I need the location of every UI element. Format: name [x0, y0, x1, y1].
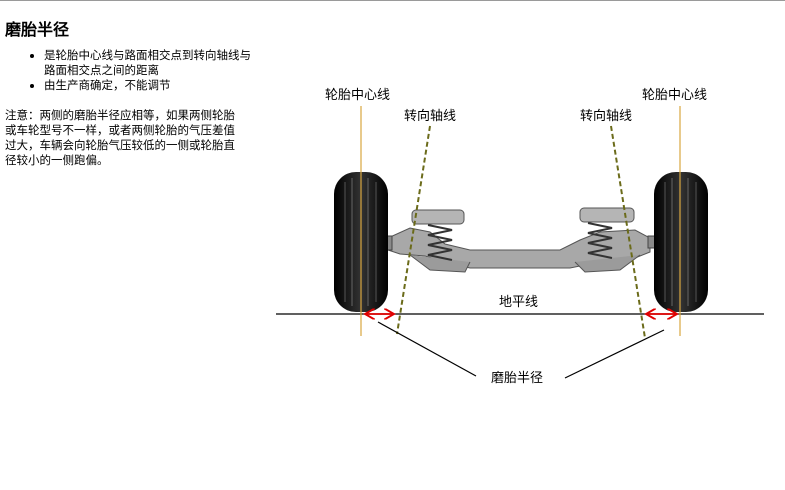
- definition-list: 是轮胎中心线与路面相交点到转向轴线与路面相交点之间的距离 由生产商确定，不能调节: [28, 48, 259, 93]
- top-divider: [0, 0, 785, 1]
- label-scrub-radius: 磨胎半径: [491, 371, 543, 386]
- right-steering-axis: [610, 125, 646, 339]
- right-tire: [654, 172, 708, 312]
- page-title: 磨胎半径: [5, 20, 70, 39]
- label-tire-centerline-right: 轮胎中心线: [642, 88, 707, 103]
- axle-assembly: [377, 207, 661, 273]
- label-steering-axis-right: 转向轴线: [580, 108, 632, 124]
- label-steering-axis-left: 转向轴线: [404, 108, 456, 124]
- leader-line-left: [377, 321, 477, 377]
- list-item: 是轮胎中心线与路面相交点到转向轴线与路面相交点之间的距离: [44, 48, 259, 78]
- list-item: 由生产商确定，不能调节: [44, 78, 259, 93]
- leader-line-right: [564, 329, 665, 379]
- left-steering-axis: [396, 125, 431, 335]
- label-tire-centerline-left: 轮胎中心线: [325, 88, 390, 103]
- spring-right: [587, 222, 613, 259]
- label-ground-line: 地平线: [499, 295, 538, 310]
- note-text: 注意：两侧的磨胎半径应相等，如果两侧轮胎或车轮型号不一样，或者两侧轮胎的气压差值…: [5, 108, 235, 167]
- spring-left: [427, 224, 453, 261]
